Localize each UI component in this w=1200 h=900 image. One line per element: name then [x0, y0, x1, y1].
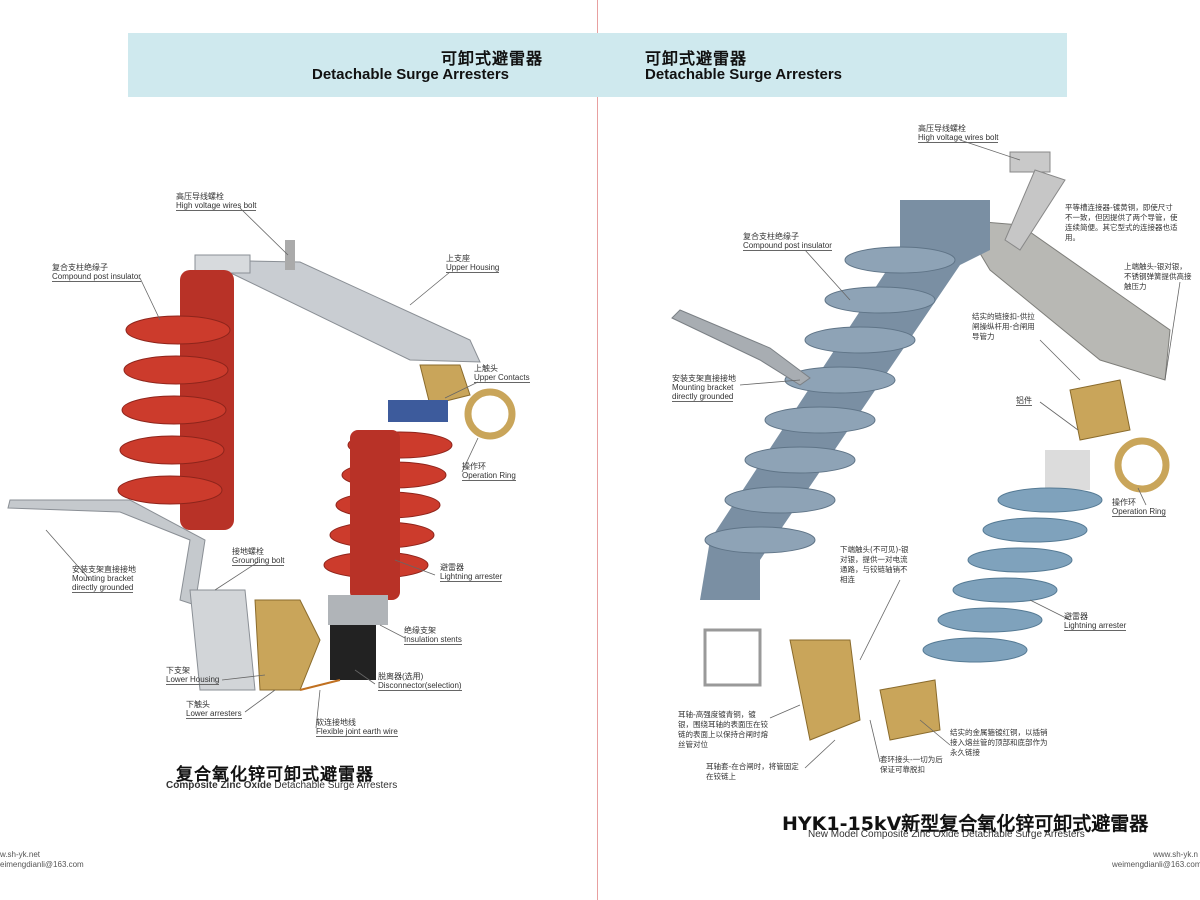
- left-arrester-assembly: [7, 240, 516, 691]
- note-collar-joint: 套环接头-一切为后保证可靠脱扣: [880, 755, 943, 774]
- note-upper-contact: 上端触头-银对银，不锈钢弹簧提供高接触压力: [1124, 262, 1192, 291]
- header-banner: [128, 33, 1067, 97]
- right-title-zh: 可卸式避雷器: [645, 49, 748, 68]
- left-title-zh: 可卸式避雷器: [441, 49, 544, 68]
- right-title-en: Detachable Surge Arresters: [645, 66, 843, 83]
- note-lower-contact: 下端触头(不可见)-银对银，提供一对电流通路，与铰链轴销不相连: [840, 545, 909, 584]
- note-link-buckle: 结实的链接扣-供拉闸操纵杆用-合闸用导管力: [972, 312, 1035, 341]
- right-arrester-assembly: [671, 151, 1171, 741]
- left-caption-en: Composite Zinc Oxide Detachable Surge Ar…: [166, 780, 398, 791]
- note-metal-hoop: 结实的金属箍镀红铜，以插销接入熔丝管的顶部和底部作为永久链接: [950, 728, 1048, 757]
- note-trunnion-sleeve: 耳轴套-在合闸时，将管固定在铰链上: [706, 762, 799, 781]
- right-caption-zh: HYK1-15kV新型复合氧化锌可卸式避雷器: [782, 813, 1149, 835]
- right-caption-en: New Model Composite Zinc Oxide Detachabl…: [808, 829, 1085, 840]
- left-title-en: Detachable Surge Arresters: [312, 66, 510, 83]
- note-trunnion: 耳轴-高强度镀青铜，镀银，围绕耳轴的表面压在铰链的表面上以保持合闸时熔丝管对位: [678, 710, 768, 749]
- label-disconnector: 脱离器(选用)Disconnector(selection): [378, 672, 462, 691]
- page-fold-line: [597, 0, 598, 900]
- left-caption-zh: 复合氧化锌可卸式避雷器: [176, 765, 374, 785]
- label-casting: 铝件: [1016, 396, 1032, 406]
- note-parallel-groove-connector: 平等槽连接器-镀黄铜，即使尺寸不一致，但因提供了两个导管，使连续简便。其它型式的…: [1065, 203, 1178, 242]
